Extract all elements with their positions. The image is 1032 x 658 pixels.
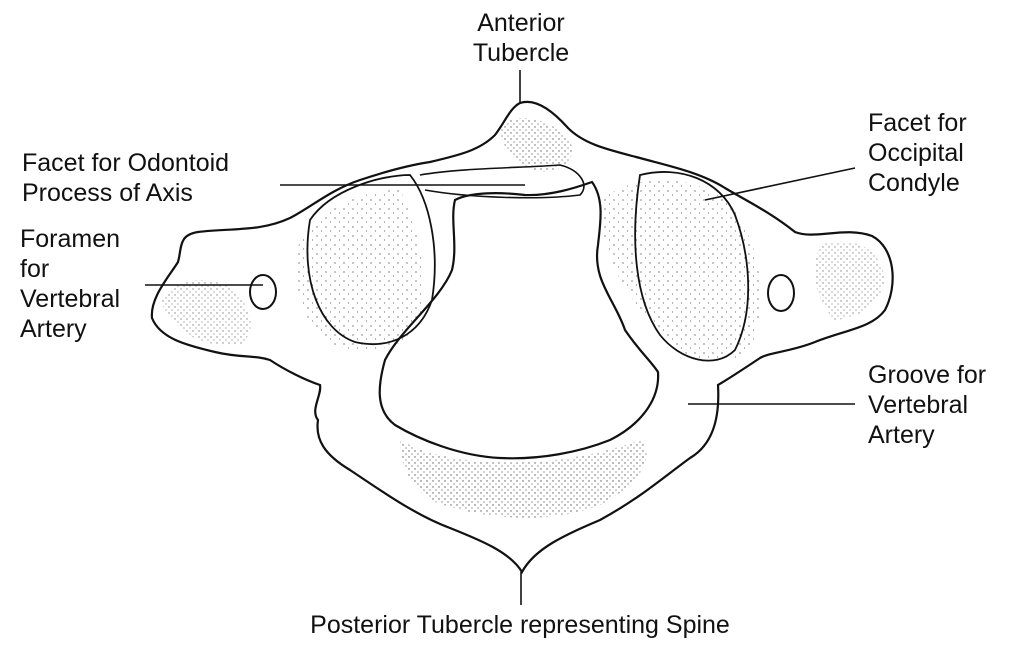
label-anterior-tubercle-line-1: Anterior: [477, 9, 565, 37]
label-anterior-tubercle-line-2: Tubercle: [472, 39, 570, 67]
label-vertebral-foramen-line-4: Artery: [20, 315, 87, 343]
label-odontoid-facet: Facet for Odontoid Process of Axis: [22, 148, 229, 208]
label-vertebral-foramen-line-2: for: [20, 255, 50, 283]
label-posterior-tubercle-line-1: Posterior Tubercle representing Spine: [310, 611, 730, 639]
label-occipital-facet-line-3: Condyle: [868, 169, 960, 197]
shading-left-transverse: [160, 280, 251, 346]
right-transverse-foramen: [767, 274, 795, 312]
left-transverse-foramen: [249, 274, 277, 310]
shading-right-mass: [600, 179, 761, 361]
shading-left-mass: [296, 190, 424, 350]
label-posterior-tubercle: Posterior Tubercle representing Spine: [240, 610, 800, 640]
odontoid-facet-outline: [419, 164, 585, 199]
label-vertebral-groove: Groove for Vertebral Artery: [868, 360, 986, 450]
label-anterior-tubercle: Anterior Tubercle: [462, 8, 580, 68]
left-superior-facet: [306, 174, 436, 345]
label-odontoid-facet-line-1: Facet for Odontoid: [22, 149, 230, 177]
label-occipital-facet-line-2: Occipital: [868, 139, 964, 167]
label-vertebral-foramen-line-1: Foramen: [20, 225, 121, 253]
label-vertebral-groove-line-2: Vertebral: [868, 391, 969, 419]
shading-posterior-arch: [400, 440, 647, 518]
shading-right-transverse: [815, 241, 885, 320]
vertebral-foramen-opening: [378, 180, 660, 460]
shading-anterior-arch: [500, 117, 573, 172]
label-vertebral-groove-line-3: Artery: [868, 421, 935, 449]
label-occipital-facet: Facet for Occipital Condyle: [868, 108, 967, 198]
label-vertebral-foramen-line-3: Vertebral: [20, 285, 121, 313]
label-odontoid-facet-line-2: Process of Axis: [22, 179, 193, 207]
label-occipital-facet-line-1: Facet for: [868, 109, 967, 137]
label-vertebral-foramen: Foramen for Vertebral Artery: [20, 224, 120, 344]
right-superior-facet: [634, 171, 750, 362]
label-vertebral-groove-line-1: Groove for: [868, 361, 987, 389]
leader-occipital-facet: [704, 167, 856, 201]
